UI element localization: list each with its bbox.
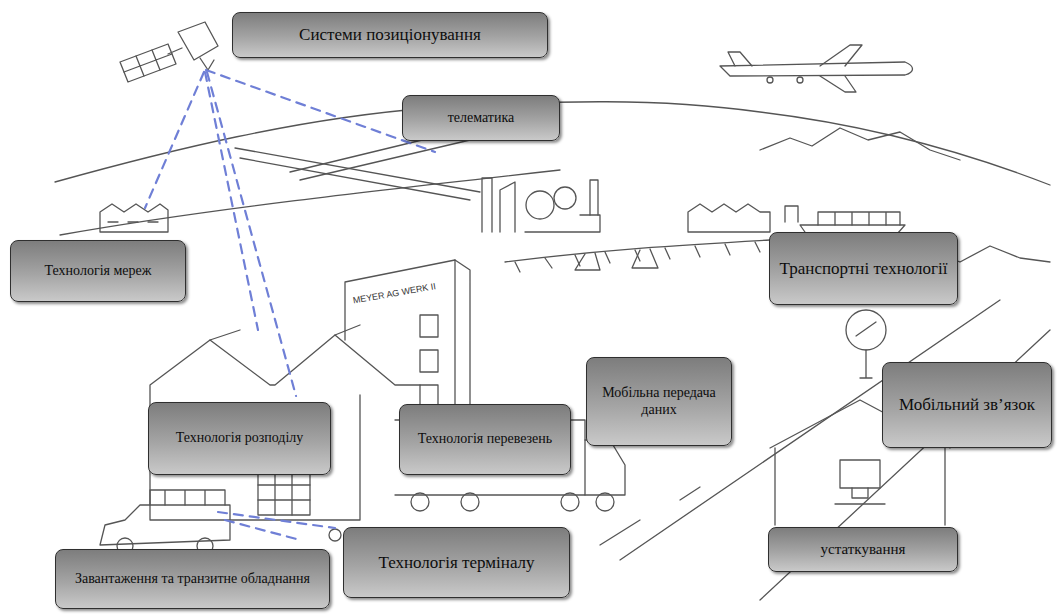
signal-line [145, 72, 204, 208]
box-label: Технологія розподілу [176, 430, 304, 446]
satellite-symbol [124, 50, 172, 76]
loader-symbol [100, 505, 230, 545]
box-label: Системи позиціонування [299, 25, 481, 45]
truck-symbol [561, 493, 579, 511]
airplane-symbol [820, 76, 856, 92]
window-symbol [420, 350, 438, 372]
airplane-symbol [728, 52, 752, 66]
truck-symbol [596, 493, 614, 511]
label-box: устаткування [768, 527, 958, 572]
plant-symbol [554, 187, 576, 209]
road-sign [846, 310, 886, 350]
plant-symbol [526, 191, 554, 219]
label-box: Завантаження та транзитне обладнання [55, 549, 330, 609]
plant-symbol [525, 215, 600, 232]
label-box: Технологія перевезень [399, 404, 571, 475]
warehouse-symbol [688, 204, 770, 232]
road-line [600, 487, 700, 545]
computer-symbol [835, 488, 885, 504]
box-label: Технологія мереж [45, 263, 152, 279]
airplane-symbol [820, 45, 862, 66]
scanner-symbol [329, 529, 341, 541]
rail-line [575, 249, 658, 270]
door-symbol [258, 470, 310, 515]
label-box: Мобільна передача даних [586, 357, 732, 446]
signal-line [225, 520, 300, 540]
label-box: Транспортні технології [769, 232, 958, 305]
box-label: устаткування [821, 541, 906, 558]
factory-symbol [108, 221, 158, 222]
plant-symbol [500, 182, 515, 232]
road-sign [856, 322, 876, 336]
signal-line [207, 72, 296, 396]
box-label: Технологія терміналу [378, 553, 534, 573]
rail-line [515, 242, 760, 272]
office-building [454, 260, 455, 420]
cargo-symbol [150, 490, 225, 505]
box-label: Технологія перевезень [418, 431, 552, 447]
crane-symbol [785, 206, 798, 222]
signal-line [205, 72, 258, 330]
satellite-symbol [168, 48, 182, 54]
box-label: Транспортні технології [780, 259, 948, 279]
truck-symbol [461, 493, 479, 511]
box-label: телематика [448, 110, 515, 126]
warehouse-symbol [210, 325, 360, 340]
road-line [60, 170, 560, 235]
satellite-symbol [120, 44, 176, 82]
label-box: Системи позиціонування [232, 12, 548, 58]
box-label: Завантаження та транзитне обладнання [75, 571, 310, 587]
computer-symbol [840, 460, 880, 488]
label-box: телематика [402, 95, 560, 141]
label-box: Мобільний зв’язок [882, 362, 1052, 448]
signal-line [206, 70, 435, 152]
box-label: Мобільний зв’язок [899, 395, 1035, 415]
satellite-symbol [178, 22, 218, 60]
plant-symbol [482, 178, 492, 232]
factory-symbol [100, 204, 168, 232]
road-sign [860, 350, 872, 378]
road-line [235, 148, 480, 192]
plant-symbol [590, 180, 598, 215]
airplane-symbol [767, 77, 773, 83]
signal-line [218, 512, 335, 528]
building-sign: MEYER AG WERK II [350, 275, 438, 308]
window-symbol [420, 315, 438, 337]
door-symbol [258, 470, 310, 515]
house-symbol [775, 448, 945, 525]
road-line [300, 140, 470, 180]
office-building [345, 260, 470, 420]
truck-symbol [585, 440, 625, 495]
airplane-symbol [797, 77, 803, 83]
label-box: Технологія терміналу [343, 527, 570, 598]
box-label: Мобільна передача даних [595, 385, 723, 417]
truck-symbol [411, 493, 429, 511]
satellite-symbol [200, 58, 214, 70]
airplane-symbol [720, 62, 913, 76]
label-box: Технологія розподілу [148, 402, 331, 475]
ship-symbol [818, 212, 900, 225]
label-box: Технологія мереж [10, 240, 186, 302]
sign-text: MEYER AG WERK II [351, 281, 437, 306]
mountain-line [760, 128, 960, 160]
